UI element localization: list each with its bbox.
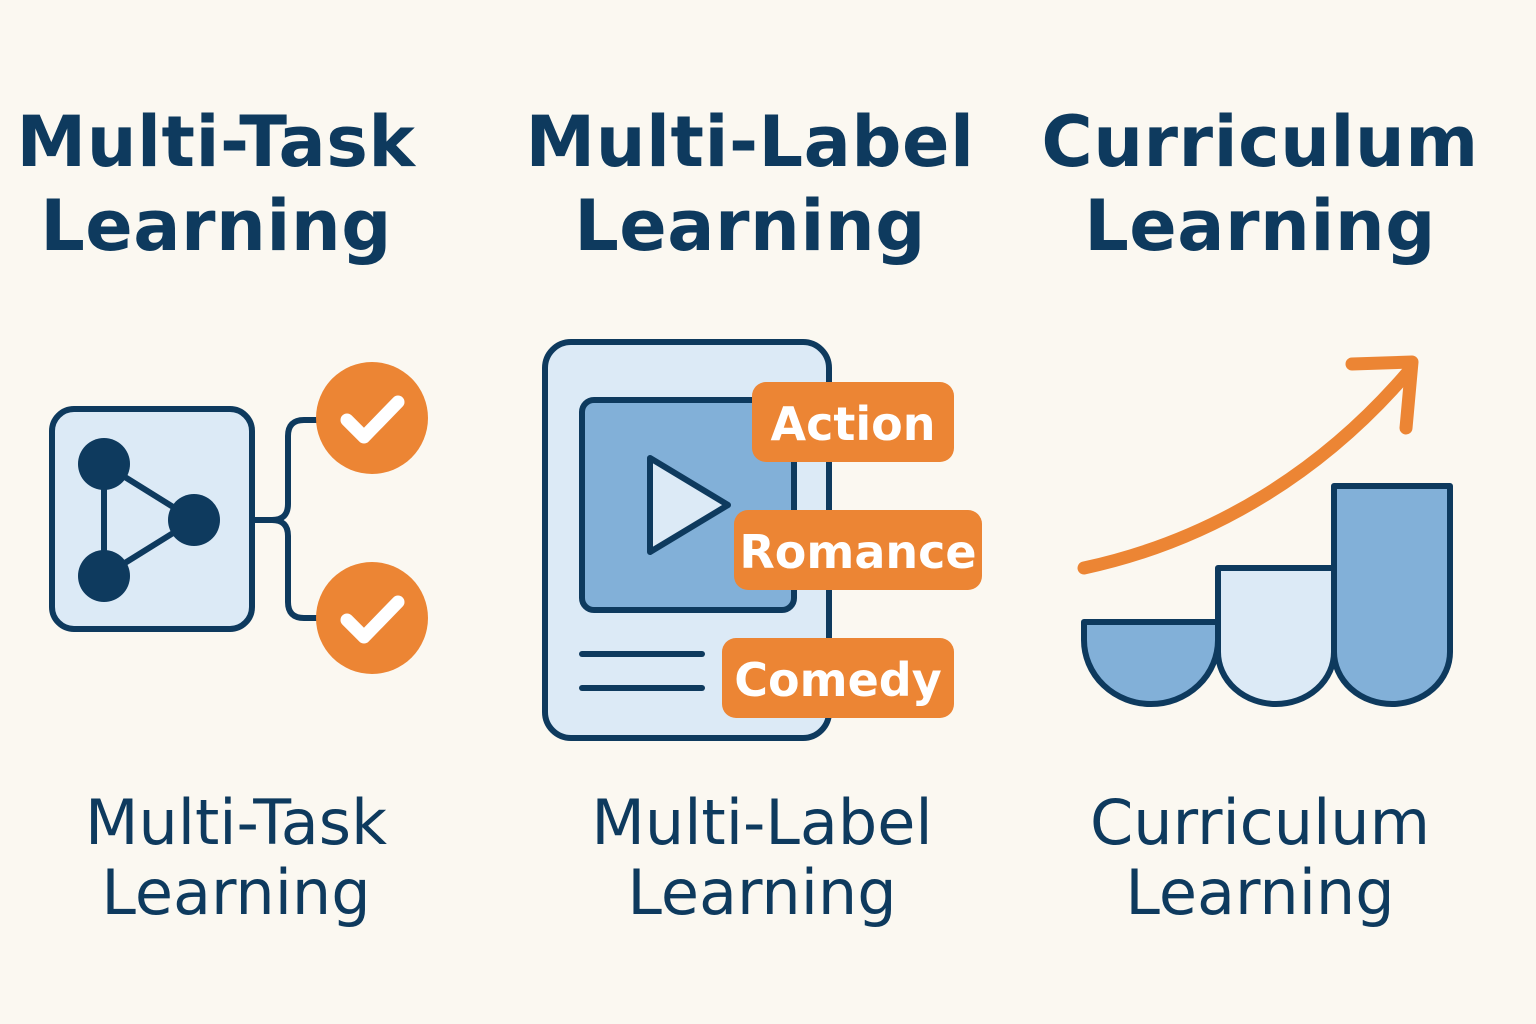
panel-title: Multi-Label Learning [494, 100, 1006, 268]
check-icon [316, 562, 428, 674]
panel-caption-line2: Learning [1125, 856, 1395, 929]
tag-comedy: Comedy [722, 638, 954, 718]
branch-connector [252, 417, 318, 621]
tag-label: Action [771, 397, 936, 451]
network-graph-icon [49, 406, 255, 632]
panel-multi-label: Multi-Label Learning Action Romance Come… [512, 0, 1024, 1024]
tag-romance: Romance [734, 510, 982, 590]
panel-title: Curriculum Learning [1004, 100, 1516, 268]
multi-task-illustration [49, 362, 428, 674]
panel-title: Multi-Task Learning [0, 100, 472, 268]
panel-title-line1: Multi-Task [16, 101, 416, 183]
panel-title-line2: Learning [40, 185, 392, 267]
panel-caption: Curriculum Learning [1004, 788, 1516, 928]
panel-curriculum: Curriculum Learning Curriculum Learning [1024, 0, 1536, 1024]
panel-caption: Multi-Label Learning [506, 788, 1018, 928]
panel-caption-line1: Multi-Label [591, 786, 933, 859]
panel-caption-line1: Curriculum [1089, 786, 1430, 859]
check-icon [316, 362, 428, 474]
panel-caption: Multi-Task Learning [0, 788, 492, 928]
panel-title-line1: Curriculum [1041, 101, 1479, 183]
panel-caption-line2: Learning [627, 856, 897, 929]
arrow-up-right-icon [1077, 355, 1419, 575]
tag-label: Romance [739, 525, 976, 579]
panel-caption-line1: Multi-Task [84, 786, 388, 859]
panel-title-line1: Multi-Label [525, 101, 975, 183]
rising-steps-icon [1081, 483, 1453, 707]
curriculum-illustration [1077, 355, 1453, 707]
tag-label: Comedy [734, 653, 941, 707]
panel-caption-line2: Learning [101, 856, 371, 929]
panel-title-line2: Learning [1084, 185, 1436, 267]
panel-multi-task: Multi-Task Learning Multi-Task Learning [0, 0, 512, 1024]
tag-action: Action [752, 382, 954, 462]
multi-label-illustration: Action Romance Comedy [542, 339, 982, 741]
panel-title-line2: Learning [574, 185, 926, 267]
